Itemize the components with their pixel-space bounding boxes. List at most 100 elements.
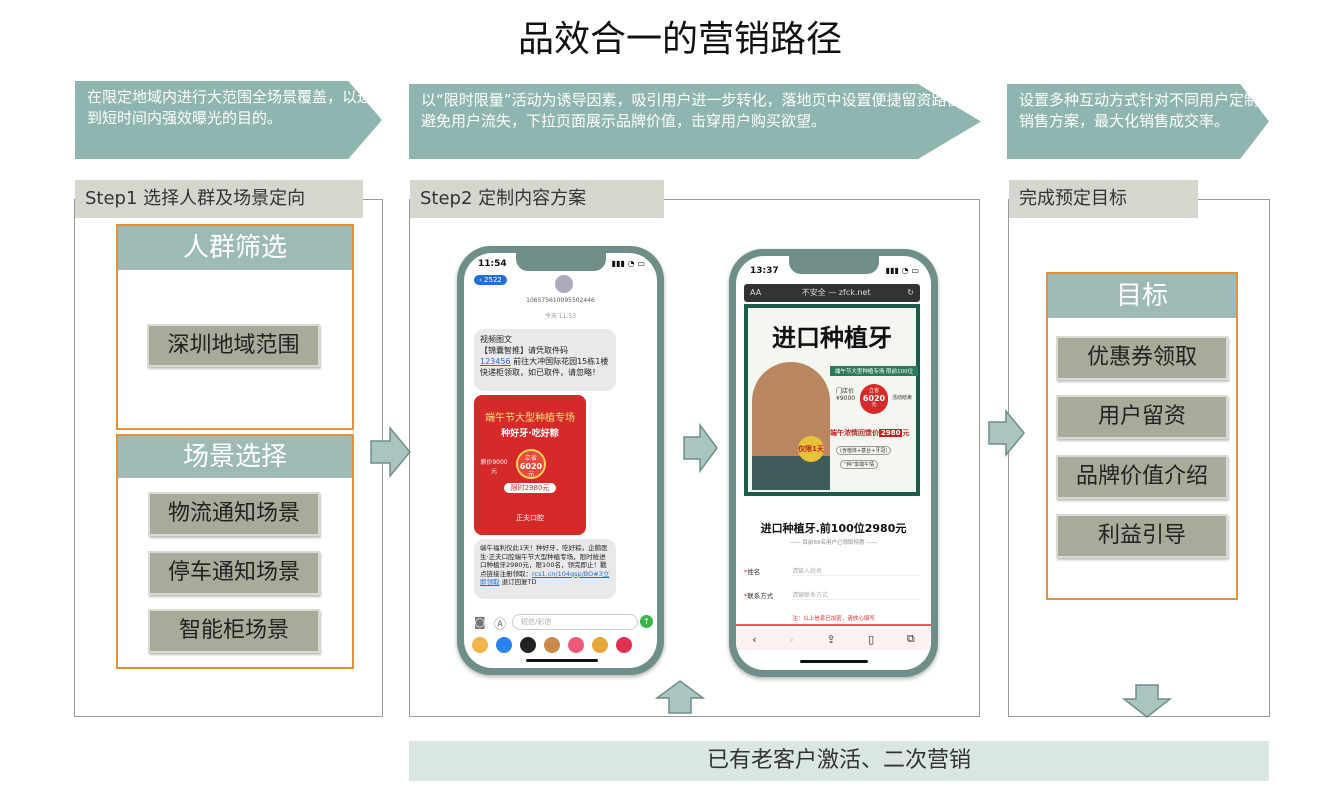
promo-card-orig: 原价9000元 (480, 459, 508, 475)
sms-bubble2-tail: 退订回复TD (501, 578, 537, 586)
sms-bubble2-link[interactable]: rcs1.cn/104qsp/BO#3 (532, 569, 603, 578)
sms-screen: 11:54 ▮▮▮ ◔ ▭ ‹ 2522 10657561009550244​6… (464, 253, 657, 668)
arrow-right-icon (370, 426, 411, 478)
web-sub-note: —— 目前69名用户已领取特惠 —— (789, 540, 878, 546)
forward-icon[interactable]: › (789, 632, 794, 646)
hero-door-price: 门店价¥9000 (836, 388, 856, 402)
phone-notch (788, 256, 879, 274)
crowd-header: 人群筛选 (118, 226, 352, 270)
sms-status-time: 11:54 (478, 259, 507, 269)
arrow-down-icon (1122, 684, 1172, 718)
hero-badge-num: 6020 (862, 394, 886, 403)
camera-icon[interactable]: ◙ (474, 615, 486, 629)
hero-banner: 进口种植牙 端午节大型种植专场 限前100位 门店价¥9000 立省 6020 … (744, 304, 920, 496)
field-name-label-text: 姓名 (747, 568, 761, 576)
sms-input[interactable]: 短信/彩信 (512, 614, 638, 630)
home-indicator (526, 659, 598, 662)
url-bar-aa[interactable]: AA (750, 288, 762, 297)
hero-badge-top: 立省 (868, 388, 879, 394)
goal-tag-leads: 用户留资 (1056, 395, 1228, 439)
web-note: 注：以上信息已加密，请放心填写 (736, 614, 931, 626)
web-screen: 13:37 ▮▮▮ ◔ ▭ AA 不安全 — zfck.net ↻ 进口种植牙 … (736, 256, 931, 670)
sms-bubble1-line3: 前往大冲国际花园15栋1楼快递柜领取，如已取件，请忽略！ (480, 357, 609, 377)
sms-bubble1-line2: 【锦囊智推】请凭取件码 (480, 346, 568, 355)
field-contact-label: *联系方式 (744, 592, 774, 600)
promo-card-price: 限时2980元 (504, 483, 556, 493)
hero-ribbon: 端午节大型种植专场 限前100位 (830, 366, 918, 376)
tabs-icon[interactable]: ⧉ (906, 632, 915, 645)
heart-icon[interactable] (616, 637, 632, 653)
hero-activity-end: 活动结束 (892, 395, 913, 401)
memoji-icon[interactable] (544, 637, 560, 653)
url-bar[interactable]: AA 不安全 — zfck.net ↻ (744, 284, 920, 302)
hero-promo-unit: 元 (902, 429, 910, 437)
scene-tag-parking: 停车通知场景 (148, 551, 320, 595)
sms-back-count: 2522 (484, 276, 502, 284)
phone-web: 13:37 ▮▮▮ ◔ ▭ AA 不安全 — zfck.net ↻ 进口种植牙 … (729, 249, 938, 677)
scene-tag-smart-locker: 智能柜场景 (148, 609, 320, 653)
hero-badge: 立省 6020 元 (860, 384, 888, 414)
promo-card-title: 端午节大型种植专场 (485, 413, 575, 424)
music-icon[interactable] (568, 637, 584, 653)
hero-promo-price: 2980 (879, 429, 903, 437)
goal-header: 目标 (1048, 274, 1236, 318)
step2-label: Step2 定制内容方案 (410, 180, 664, 218)
goal-tag-benefit: 利益引导 (1056, 514, 1228, 558)
model-face-image (752, 362, 830, 490)
promo-card-badge: 立省 6020 元 (516, 449, 546, 479)
field-name-label: *姓名 (744, 568, 761, 576)
promo-card-subtitle: 种好牙·吃好粽 (501, 429, 559, 439)
promo-card: 端午节大型种植专场 种好牙·吃好粽 立省 6020 元 原价9000元 限时29… (474, 395, 586, 535)
sms-back-button[interactable]: ‹ 2522 (474, 275, 507, 285)
share-icon[interactable]: ⇪ (826, 632, 836, 646)
crowd-tag-shenzhen: 深圳地域范围 (147, 324, 320, 367)
sms-msg-time: 今天 11:53 (544, 313, 577, 320)
bottom-bar: 已有老客户激活、二次营销 (409, 741, 1269, 781)
sms-bubble1-line1: 视频图文 (480, 335, 512, 344)
photos-icon[interactable] (472, 637, 488, 653)
sms-code-link[interactable]: 123456 (480, 357, 511, 366)
arrow-right-icon (683, 423, 718, 473)
signal-icon: ▮▮▮ ◔ ▭ (611, 259, 645, 268)
bookmarks-icon[interactable]: ▯ (868, 632, 875, 646)
scene-tag-logistics: 物流通知场景 (148, 492, 320, 536)
goal-tag-brand: 品牌价值介绍 (1056, 455, 1228, 499)
sms-bubble2-link2[interactable]: 立即领取 (480, 569, 610, 587)
arrow-right-icon (988, 409, 1025, 457)
appstore-icon[interactable]: Ⓐ (494, 617, 507, 631)
sms-sender: 10657561009550244​6 (526, 297, 595, 304)
banner-step3: 设置多种互动方式针对不同用户定制销售方案，最大化销售成交率。 (1007, 84, 1269, 159)
promo-card-badge-num: 6020 (519, 462, 543, 471)
url-text: 不安全 — zfck.net (801, 288, 871, 297)
promo-card-badge-unit: 元 (527, 471, 534, 478)
home-indicator (800, 660, 868, 663)
field-contact-input[interactable]: 请输联系方式 (792, 590, 920, 600)
hero-promo-label: 端午浓情回馈价 (830, 429, 879, 437)
contact-avatar (555, 275, 573, 293)
field-name-input[interactable]: 请输入姓名 (792, 566, 920, 576)
web-subtitle: 进口种植牙.前100位2980元 (760, 522, 907, 535)
page-title: 品效合一的营销路径 (517, 19, 842, 60)
promo-card-badge-top: 立省 (524, 455, 537, 462)
hero-pill-1: (含植体+基台+牙冠) (836, 446, 892, 455)
step1-label: Step1 选择人群及场景定向 (75, 180, 363, 218)
send-icon[interactable]: ↑ (640, 615, 653, 628)
browser-toolbar: ‹ › ⇪ ▯ ⧉ (736, 628, 931, 650)
web-status-time: 13:37 (750, 266, 779, 276)
arrow-up-icon (655, 680, 705, 714)
activity-icon[interactable] (520, 637, 536, 653)
promo-card-brand: 正夫口腔 (516, 514, 544, 522)
hero-pill-2: “种”享端午情 (840, 460, 879, 469)
goal-tag-coupon: 优惠券领取 (1056, 336, 1228, 380)
phone-notch (515, 253, 606, 271)
hero-title: 进口种植牙 (772, 324, 892, 352)
step3-label: 完成预定目标 (1009, 180, 1198, 218)
reload-icon[interactable]: ↻ (907, 288, 914, 297)
sticker-icon[interactable] (592, 637, 608, 653)
back-icon[interactable]: ‹ (752, 632, 757, 646)
sms-bubble-2: 端午福利仅此1天！种好牙，吃好粽。企鹅医生·正夫口腔端午节大型种植专场，限时抢进… (474, 539, 616, 599)
appstore-app-icon[interactable] (496, 637, 512, 653)
phone-sms: 11:54 ▮▮▮ ◔ ▭ ‹ 2522 10657561009550244​6… (457, 246, 664, 675)
sms-bubble2-text: 端午福利仅此1天！种好牙，吃好粽。企鹅医生·正夫口腔端午节大型种植专场，限时抢进… (480, 544, 608, 578)
